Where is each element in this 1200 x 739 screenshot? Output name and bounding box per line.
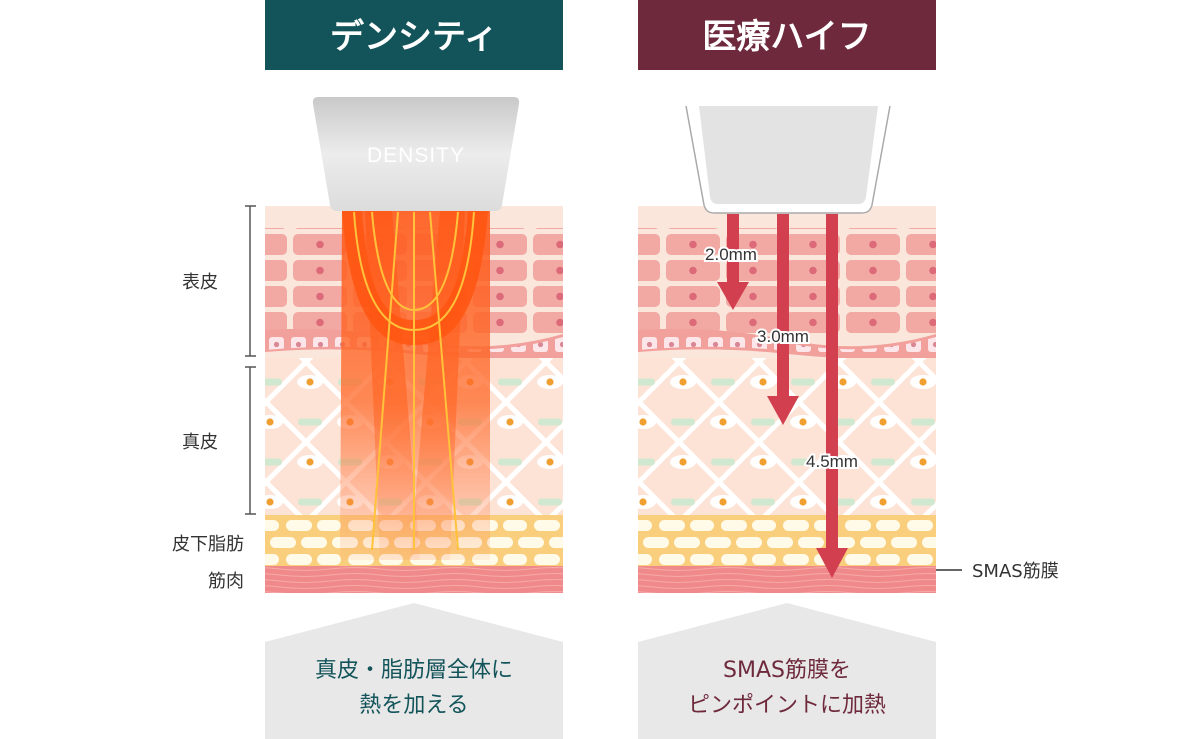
density-caption-line1: 真皮・脂肪層全体に [315, 658, 513, 683]
hifu-caption-line1: SMAS筋膜を [723, 658, 851, 683]
epidermis-bracket [245, 205, 256, 357]
density-device-label: DENSITY [367, 144, 465, 167]
density-header [265, 0, 563, 70]
hifu-title: 医療ハイフ [702, 17, 871, 57]
hifu-device [685, 105, 891, 214]
density-title: デンシティ [330, 17, 498, 57]
density-caption-box [265, 603, 563, 739]
label-muscle: 筋肉 [208, 571, 244, 592]
depth-label-3mm: 3.0mm [757, 327, 809, 346]
depth-label-4-5mm: 4.5mm [806, 452, 858, 471]
depth-label-2mm: 2.0mm [705, 245, 757, 264]
density-device: DENSITY [312, 97, 520, 211]
hifu-caption-box [638, 603, 936, 739]
label-epidermis: 表皮 [182, 272, 218, 293]
label-smas: SMAS筋膜 [972, 561, 1059, 582]
density-heat-beams [340, 210, 490, 560]
label-subcutaneous-fat: 皮下脂肪 [172, 534, 244, 555]
label-dermis: 真皮 [182, 432, 218, 453]
hifu-header [638, 0, 936, 70]
density-caption-line2: 熱を加える [359, 693, 468, 718]
hifu-caption-line2: ピンポイントに加熱 [688, 693, 886, 718]
dermis-bracket [245, 366, 256, 515]
hifu-depth-arrows [717, 214, 848, 578]
